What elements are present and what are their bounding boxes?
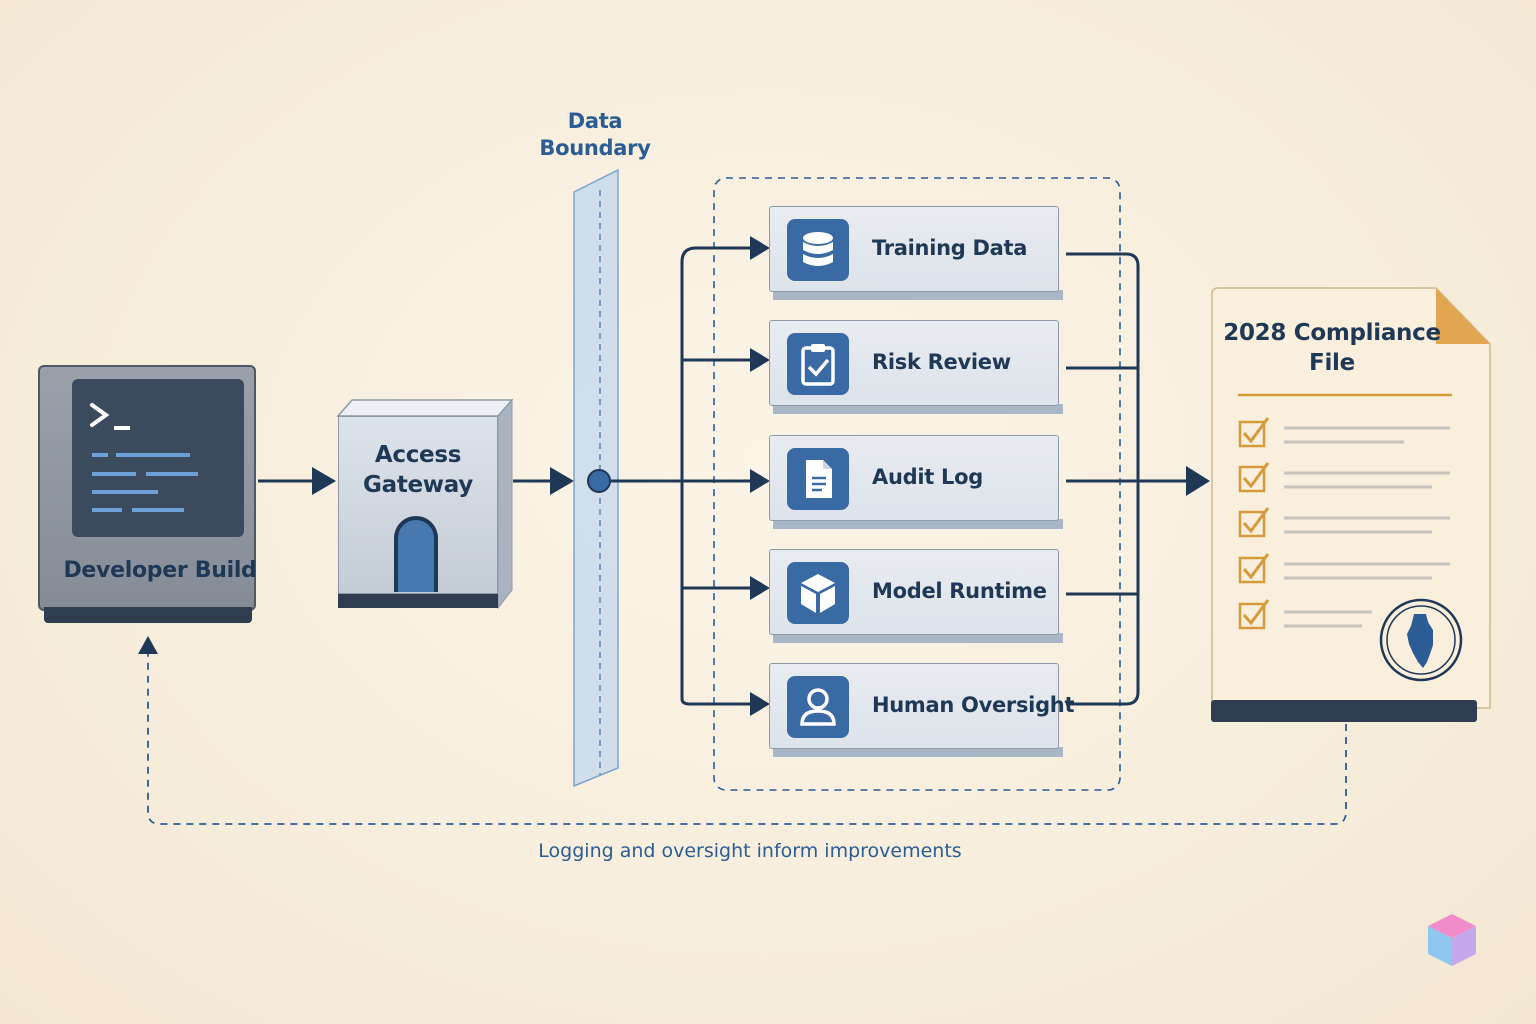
fan-in-connectors: [1066, 252, 1190, 706]
compliance-file-title: 2028 Compliance File: [1223, 320, 1441, 376]
component-label: Risk Review: [872, 350, 1011, 374]
compliance-document: [1211, 287, 1491, 722]
user-icon: [787, 676, 849, 738]
clipboard-check-icon: [787, 333, 849, 395]
developer-build-base: [44, 607, 252, 623]
component-label: Audit Log: [872, 465, 983, 489]
component-label: Model Runtime: [872, 579, 1047, 603]
access-gateway-label: Access Gateway: [363, 442, 473, 498]
component-label: Training Data: [872, 236, 1028, 260]
gateway-top-face: [336, 399, 514, 417]
document-icon: [787, 448, 849, 510]
feedback-caption: Logging and oversight inform improvement…: [538, 840, 962, 862]
arrow-dev-to-gateway: [258, 467, 336, 495]
compliance-checklist: [1238, 417, 1450, 630]
components-group-box: [713, 177, 1121, 791]
fan-out-connectors: [611, 246, 750, 706]
fan-out-arrowheads: [750, 236, 770, 716]
developer-build-label: Developer Build: [63, 558, 257, 583]
developer-build-node: Developer Build: [38, 365, 257, 623]
arrow-to-compliance-file: [1186, 466, 1210, 496]
door-icon: [394, 516, 438, 592]
gateway-base: [338, 592, 498, 608]
component-label: Human Oversight: [872, 693, 1075, 717]
component-card-audit-log: Audit Log: [769, 435, 1063, 529]
component-card-human-oversight: Human Oversight: [769, 663, 1075, 757]
arrow-gateway-to-boundary: [513, 467, 574, 495]
component-card-risk-review: Risk Review: [769, 320, 1063, 414]
component-card-model-runtime: Model Runtime: [769, 549, 1063, 643]
gateway-side-face: [497, 398, 513, 610]
cube-icon: [787, 562, 849, 624]
feedback-loop: [138, 636, 1347, 825]
data-boundary-label: Data Boundary: [539, 109, 651, 160]
terminal-icon: [72, 379, 244, 537]
brand-cube-icon: [1428, 914, 1476, 966]
component-card-training-data: Training Data: [769, 206, 1063, 300]
boundary-node: [587, 469, 611, 493]
database-icon: [787, 219, 849, 281]
illinois-seal-icon: [1379, 598, 1463, 682]
